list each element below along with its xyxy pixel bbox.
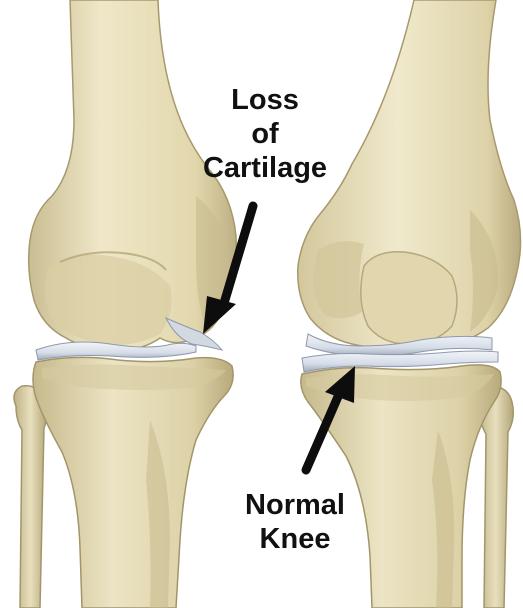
right-tibia (301, 365, 501, 608)
left-fibula (14, 386, 47, 608)
loss-label-line-2: of (180, 117, 350, 151)
loss-label-line-3: Cartilage (180, 151, 350, 185)
normal-label-line-2: Knee (210, 522, 380, 556)
right-femur-condyle-shadow (314, 241, 365, 318)
left-cartilage-thin (36, 342, 196, 360)
left-tibia (33, 357, 233, 608)
loss-label-line-1: Loss (180, 83, 350, 117)
loss-arrow-head (203, 296, 236, 334)
normal-knee-label: Normal Knee (210, 488, 380, 556)
loss-of-cartilage-label: Loss of Cartilage (180, 83, 350, 185)
normal-label-line-1: Normal (210, 488, 380, 522)
